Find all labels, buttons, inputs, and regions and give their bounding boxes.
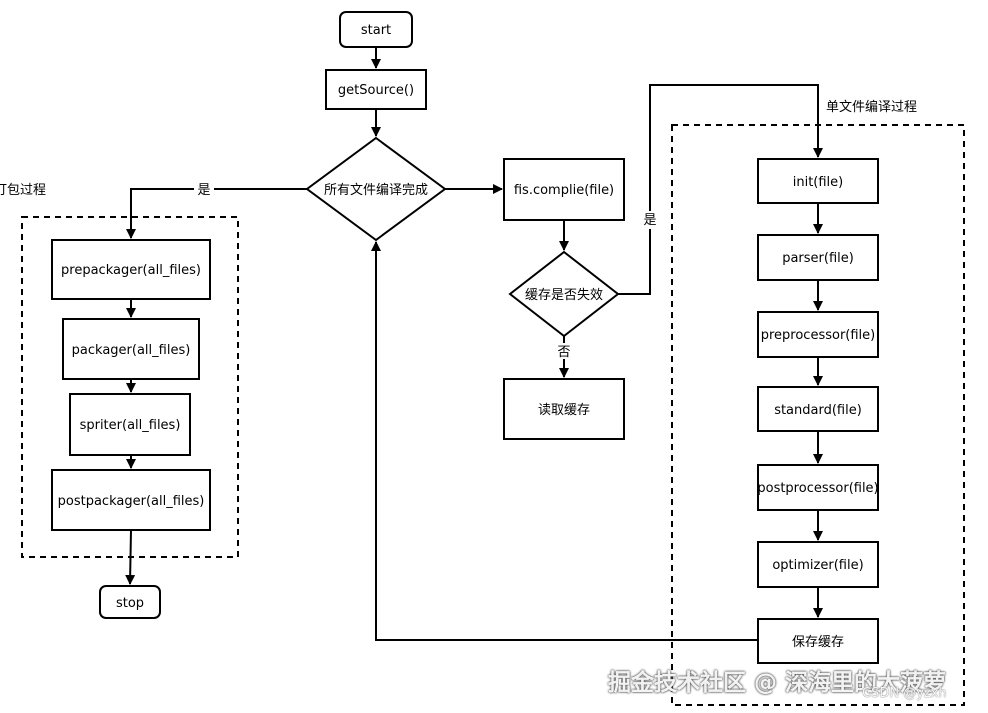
edge-savecache-decision xyxy=(371,241,757,641)
preprocessor-node: preprocessor(file) xyxy=(757,311,879,358)
edge-decision-prepackager xyxy=(126,188,307,239)
save-cache-node: 保存缓存 xyxy=(757,618,879,664)
watermark-sub: CSDN @yzxh xyxy=(862,686,947,701)
fis-compile-node: fis.complie(file) xyxy=(503,158,625,221)
edge-label-yes-cache: 是 xyxy=(643,213,656,228)
edge-cachecheck-init xyxy=(618,84,823,295)
read-cache-label: 读取缓存 xyxy=(538,403,590,418)
decision-all-compiled-label: 所有文件编译完成 xyxy=(324,183,428,198)
decision-cache-invalid-label: 缓存是否失效 xyxy=(525,288,603,303)
fis-compile-label: fis.complie(file) xyxy=(514,183,614,198)
edge-label-no-cache: 否 xyxy=(557,345,570,360)
standard-label: standard(file) xyxy=(774,403,862,418)
prepackager-label: prepackager(all_files) xyxy=(61,263,201,278)
stop-label: stop xyxy=(116,596,144,611)
postpackager-node: postpackager(all_files) xyxy=(51,469,211,531)
edge-postpackager-stop xyxy=(125,529,136,585)
packager-label: packager(all_files) xyxy=(72,343,191,358)
getsource-label: getSource() xyxy=(338,83,414,98)
postprocessor-label: postprocessor(file) xyxy=(757,481,878,496)
getsource-node: getSource() xyxy=(325,69,427,110)
prepackager-node: prepackager(all_files) xyxy=(51,239,211,300)
postpackager-label: postpackager(all_files) xyxy=(58,494,205,509)
spriter-label: spriter(all_files) xyxy=(80,418,181,433)
postprocessor-node: postprocessor(file) xyxy=(757,464,879,511)
stop-node: stop xyxy=(99,585,161,619)
optimizer-label: optimizer(file) xyxy=(772,558,863,573)
spriter-node: spriter(all_files) xyxy=(69,393,191,456)
packager-node: packager(all_files) xyxy=(62,318,200,380)
decision-all-compiled: 所有文件编译完成 xyxy=(305,136,447,242)
parser-node: parser(file) xyxy=(757,234,879,281)
preprocessor-label: preprocessor(file) xyxy=(761,328,876,343)
packaging-group-label: 打包过程 xyxy=(0,183,46,198)
watermark-main: 掘金技术社区 @ 深海里的大菠萝 xyxy=(608,670,947,696)
read-cache-node: 读取缓存 xyxy=(503,378,625,440)
standard-node: standard(file) xyxy=(757,386,879,432)
single-file-group-label: 单文件编译过程 xyxy=(826,100,917,115)
init-label: init(file) xyxy=(793,175,844,190)
start-node: start xyxy=(339,11,413,48)
edges xyxy=(125,47,823,641)
decision-cache-invalid: 缓存是否失效 xyxy=(508,250,620,338)
edge-label-yes-left: 是 xyxy=(197,183,210,198)
save-cache-label: 保存缓存 xyxy=(792,635,844,650)
init-node: init(file) xyxy=(757,158,879,204)
optimizer-node: optimizer(file) xyxy=(757,541,879,588)
start-label: start xyxy=(361,23,391,38)
parser-label: parser(file) xyxy=(782,251,854,266)
